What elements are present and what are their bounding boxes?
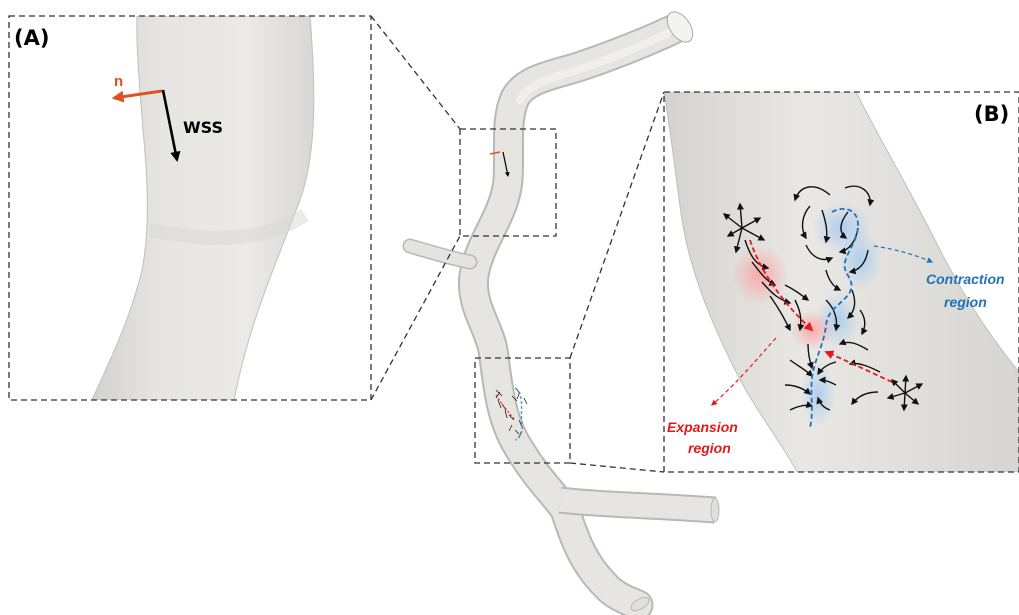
panel-b: (B): [664, 92, 1019, 472]
contraction-label-line1: Contraction: [926, 271, 1005, 287]
wss-label: WSS: [183, 118, 223, 137]
panel-b-label: (B): [974, 102, 1009, 126]
expansion-label-line1: Expansion: [667, 419, 738, 435]
panel-a: (A) n WSS: [9, 16, 371, 400]
contraction-label-line2: region: [944, 294, 987, 310]
expansion-label-line2: region: [688, 440, 731, 456]
normal-vector-label: n: [114, 73, 123, 90]
panel-a-label: (A): [14, 26, 49, 50]
